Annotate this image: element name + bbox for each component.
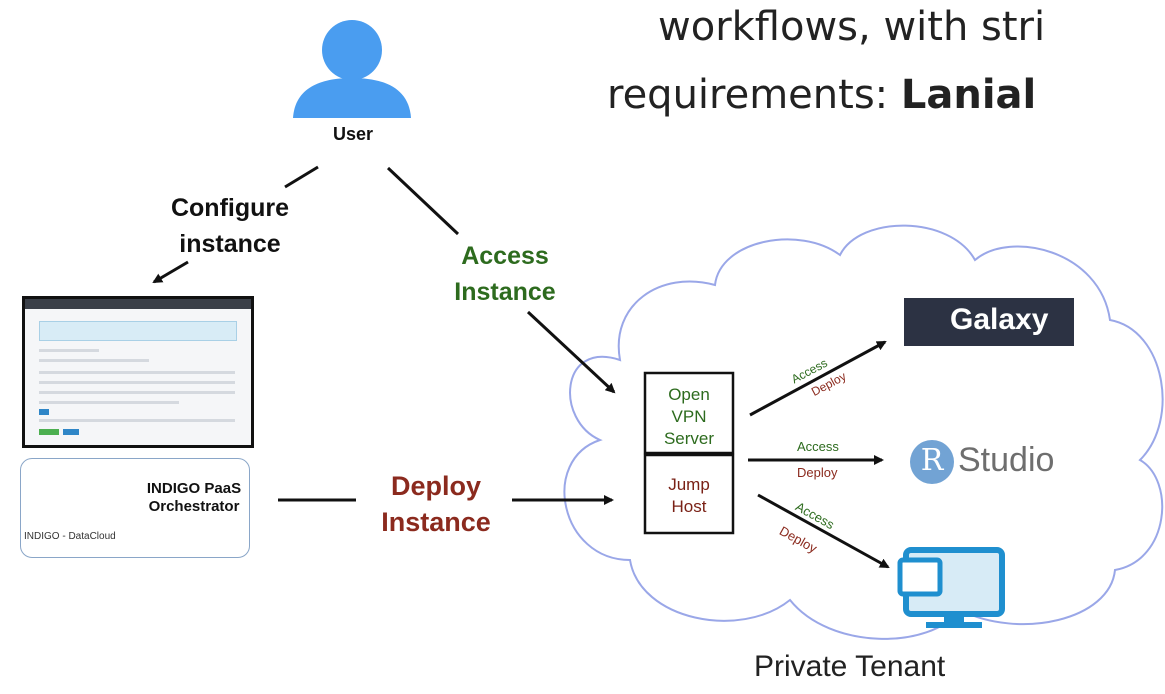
galaxy-label: Galaxy [950, 303, 1049, 336]
desktop-arrow [757, 493, 890, 569]
access-arrow-lower [526, 310, 616, 394]
desktop-icon [897, 547, 1005, 628]
configuration-screenshot [22, 296, 254, 448]
rstudio-label: Studio [958, 441, 1055, 479]
rstudio-deploy-label: Deploy [797, 465, 838, 480]
jump-host-label: Jump Host [668, 475, 710, 516]
slide-text-line2: requirements: Lanial [607, 72, 1036, 118]
indigo-datacloud-logo-text: INDIGO - DataCloud [24, 531, 116, 542]
slide-text-line1: workflows, with stri [658, 4, 1046, 50]
galaxy-logo [904, 298, 1074, 346]
access-arrow-upper [386, 166, 460, 236]
access-instance-label: Access Instance [454, 242, 556, 306]
private-tenant-label: Private Tenant [754, 650, 946, 683]
vpn-server-label: Open VPN Server [663, 385, 715, 448]
rstudio-r-letter: R [920, 443, 944, 478]
slide-text-line2-bold: Lanial [900, 72, 1037, 118]
configure-arrow-upper [284, 165, 319, 189]
user-label: User [332, 124, 374, 144]
configure-arrow-lower [152, 260, 189, 284]
user-icon [293, 20, 411, 118]
orchestrator-name: INDIGO PaaS Orchestrator [146, 480, 242, 515]
orchestrator-card [20, 458, 250, 558]
vpn-server-box [643, 371, 735, 455]
jump-host-box [643, 453, 735, 535]
rstudio-access-label: Access [797, 439, 839, 454]
deploy-instance-label: Deploy Instance [381, 471, 491, 537]
slide-text-line2-prefix: requirements: [607, 72, 901, 118]
rstudio-logo-circle [910, 440, 954, 484]
configure-instance-label: Configure instance [170, 194, 290, 258]
galaxy-arrow [749, 340, 887, 417]
